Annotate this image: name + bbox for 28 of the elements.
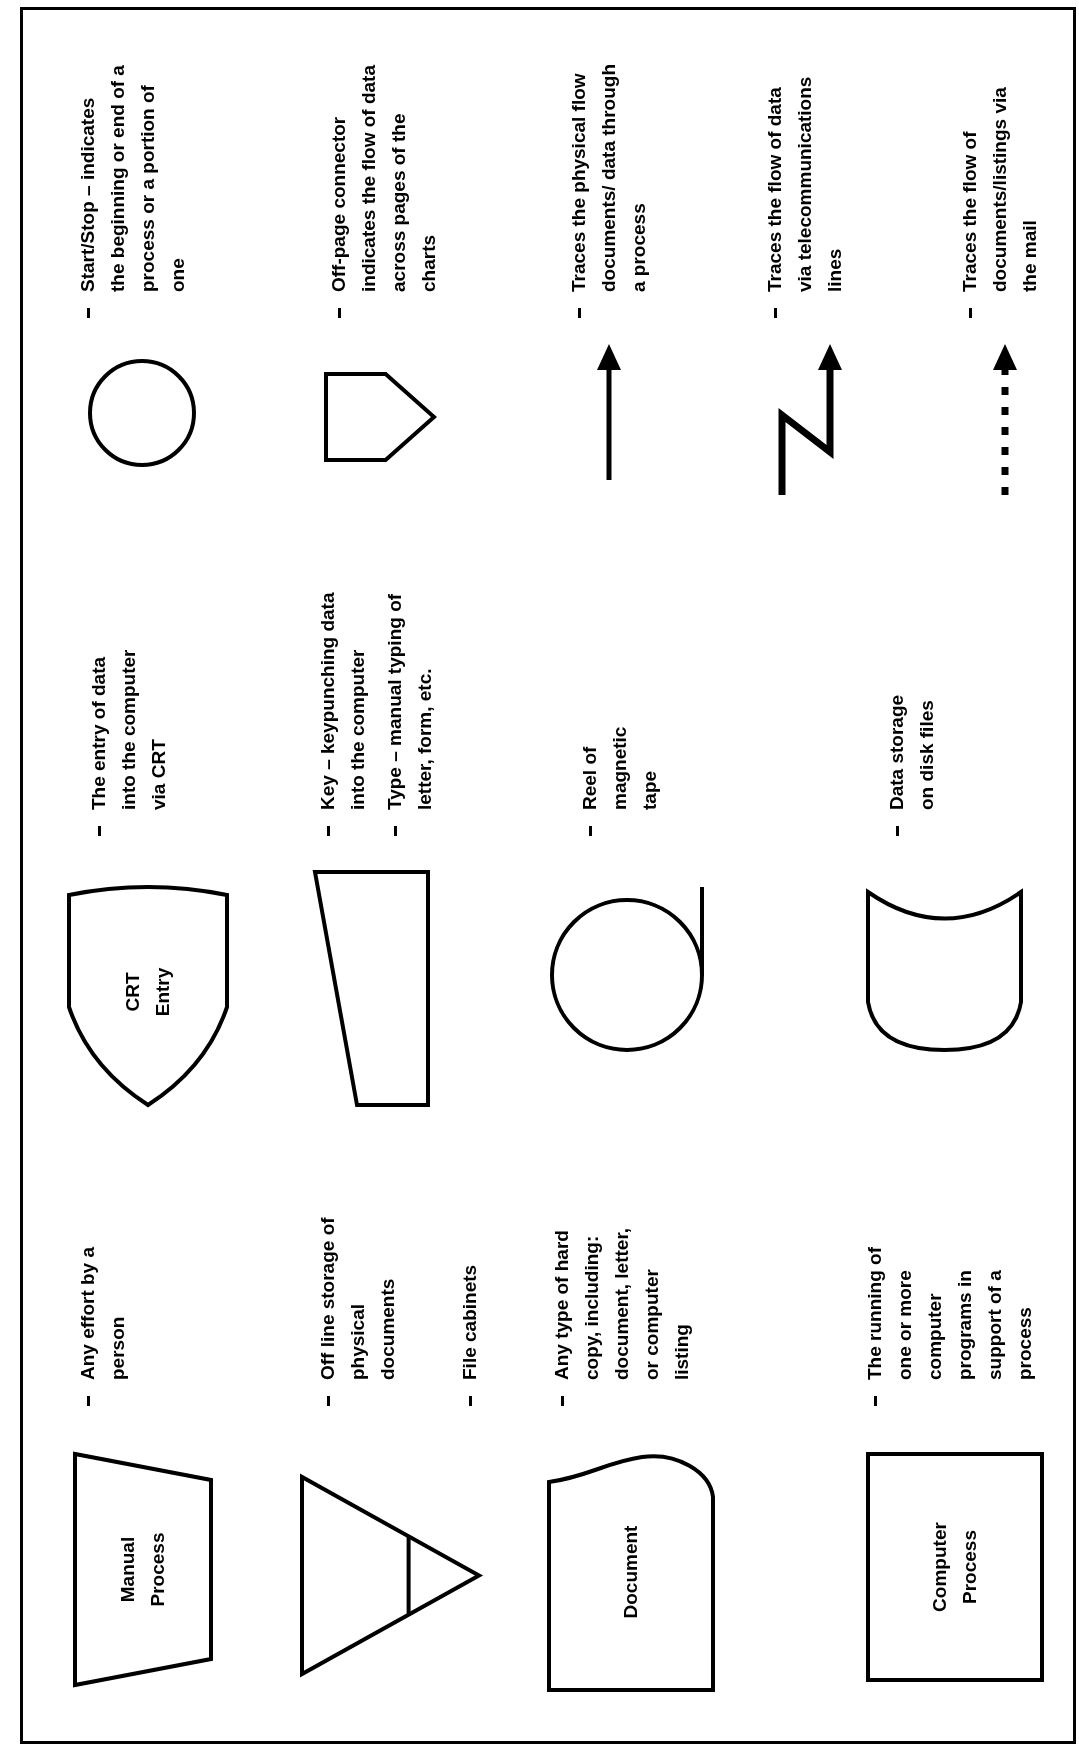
off-page-connector xyxy=(324,372,436,462)
description-text: Any effort by a person xyxy=(76,1245,129,1380)
disk-storage-symbol xyxy=(866,890,1023,1052)
node-label: CRT Entry xyxy=(121,966,174,1019)
process-box xyxy=(866,1452,1044,1682)
description-text: Reel of magnetic tape xyxy=(578,725,661,810)
offline-storage-triangle xyxy=(300,1475,481,1676)
node-label: Computer Process xyxy=(928,1521,981,1614)
manual-operation-symbol xyxy=(73,1452,213,1687)
terminal-circle xyxy=(88,359,196,467)
description-text: Traces the physical flow documents/ data through a process xyxy=(567,64,650,292)
node-label: Manual Process xyxy=(116,1531,169,1609)
description-text: The running of one or more computer programs in support of a process xyxy=(863,1246,1036,1380)
manual-input-symbol xyxy=(313,870,430,1107)
description-text: Off line storage of physical documents xyxy=(316,1216,399,1380)
description-text: Off-page connector indicates the flow of data across pages of the charts xyxy=(327,64,440,292)
tape-reel-symbol xyxy=(550,887,705,1052)
description-text: File cabinets xyxy=(458,1263,481,1380)
description-text: Any type of hard copy, including: document, letter, or computer listing xyxy=(550,1226,693,1380)
node-label: Document xyxy=(619,1525,642,1619)
description-text: Key – keypunching data into the computer xyxy=(316,591,369,810)
description-text: Traces the flow of data via telecommunications lines xyxy=(763,75,846,292)
description-text: Start/Stop – indicates the beginning or end of a process or a portion of one xyxy=(76,64,189,292)
description-text: The entry of data into the computer via CRT xyxy=(87,648,170,810)
description-text: Type – manual typing of letter, form, etc. xyxy=(383,592,436,810)
description-text: Traces the flow of documents/listings via the mail xyxy=(958,86,1041,292)
document-symbol xyxy=(547,1452,715,1692)
description-text: Data storage on disk files xyxy=(885,693,938,810)
